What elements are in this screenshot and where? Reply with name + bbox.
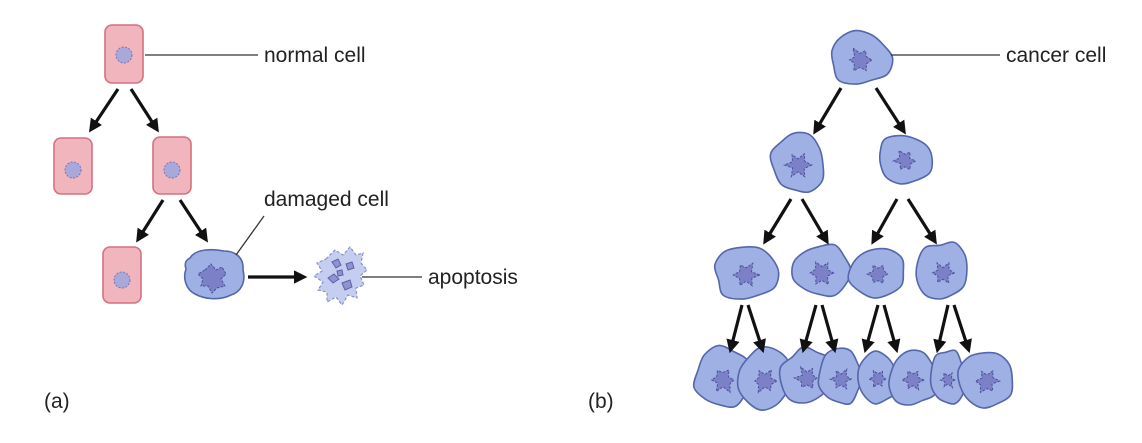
arrow (861, 304, 880, 354)
cancer-cell-nucleus (900, 370, 926, 391)
cancer-cell-tree (692, 29, 1014, 411)
cancer-cell (769, 131, 825, 194)
cancer-cell (888, 349, 940, 406)
arrow (933, 304, 950, 354)
label-apoptosis: apoptosis (428, 266, 518, 289)
arrow (874, 87, 906, 135)
cancer-cell (713, 245, 780, 300)
cancer-cell-nucleus (710, 369, 735, 394)
arrow (746, 304, 766, 354)
cancer-cell (957, 351, 1014, 409)
cancer-cell (736, 346, 794, 411)
panel-label-a: (a) (44, 390, 70, 413)
normal-cell-parent (104, 24, 144, 84)
cancer-cell (817, 347, 863, 406)
cancer-cell-nucleus (931, 261, 956, 285)
cancer-cell (929, 349, 968, 405)
cancer-cell-nucleus (939, 371, 956, 389)
arrow (952, 304, 972, 354)
cancer-cell-nucleus (754, 368, 778, 394)
cancer-cell (791, 243, 852, 298)
arrow (820, 304, 839, 354)
cancer-cell-nucleus (848, 46, 873, 72)
arrow (763, 198, 793, 245)
cancer-cell-nucleus (792, 365, 818, 389)
cancer-cell (857, 350, 899, 405)
arrow (800, 198, 829, 245)
cancer-cell-nucleus (891, 149, 917, 171)
normal-cell-right (152, 136, 192, 195)
arrow (136, 199, 165, 243)
normal-cell-left (53, 137, 93, 195)
cancer-cell-nucleus (828, 368, 853, 390)
arrow (178, 199, 208, 243)
panel-a: normal cell damaged cell apoptosis (a) (44, 24, 518, 413)
cancer-cell-nucleus (867, 369, 887, 389)
cancer-cell-nucleus (809, 261, 835, 286)
cancer-cell-nucleus (974, 370, 1002, 394)
arrow (129, 88, 159, 133)
cancer-cell (778, 346, 832, 404)
arrow (726, 304, 744, 354)
label-damaged-cell: damaged cell (264, 188, 389, 211)
arrow (882, 304, 901, 354)
apoptotic-cell (312, 246, 368, 307)
arrow (813, 87, 843, 135)
cancer-cell-nucleus (782, 152, 813, 178)
cancer-cell-nucleus (865, 264, 889, 284)
cancer-cell (878, 134, 934, 185)
arrow (799, 304, 818, 354)
leader-line (235, 215, 265, 256)
cancer-cell (847, 247, 905, 299)
normal-cell-bottom (102, 246, 142, 304)
panel-label-b: (b) (588, 390, 614, 413)
label-normal-cell: normal cell (264, 44, 366, 67)
arrow (89, 88, 120, 133)
arrow (906, 198, 937, 245)
damaged-cell (183, 248, 245, 300)
arrow (871, 198, 899, 245)
cancer-cell (830, 29, 894, 85)
panel-b: cancer cell (b) (588, 29, 1106, 413)
cancer-cell (915, 241, 968, 300)
cancer-cell-nucleus (732, 262, 762, 287)
label-cancer-cell: cancer cell (1006, 44, 1106, 67)
